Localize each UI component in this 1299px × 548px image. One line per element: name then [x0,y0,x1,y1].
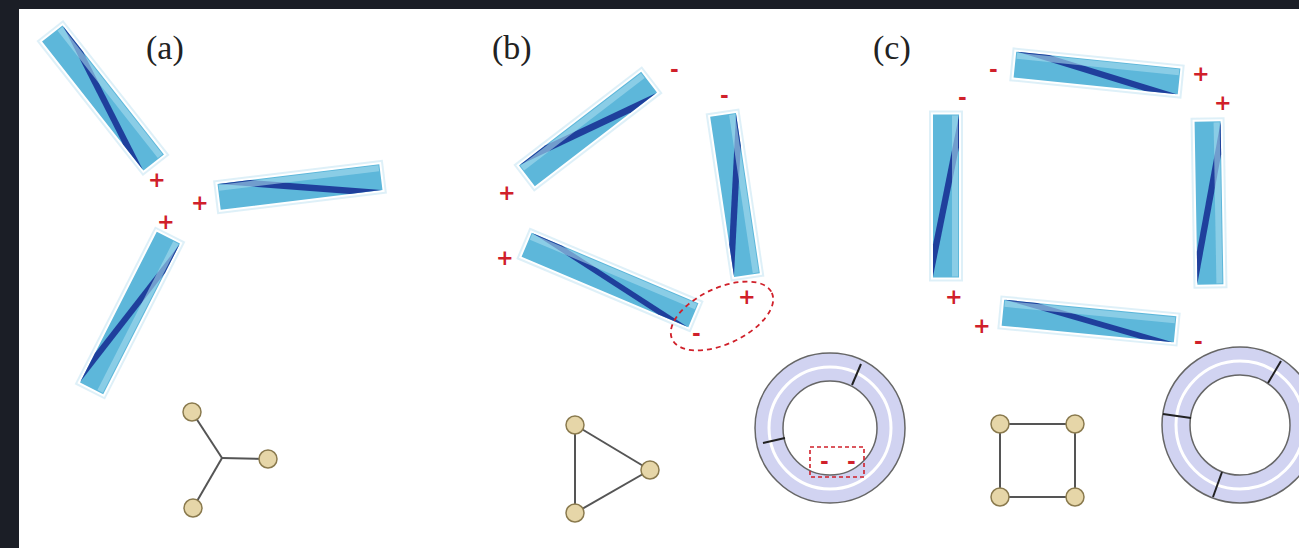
nanorod [213,160,387,215]
ring-diagram [1162,347,1299,503]
charge-sign: - [692,324,701,345]
charge-sign: + [1192,64,1210,85]
charge-sign: + [498,183,516,204]
charge-sign: - [720,86,729,107]
ring-diagram [755,353,905,503]
nanorod [1009,47,1185,98]
panel-label: (a) [146,31,184,65]
nanorod [75,226,186,399]
charge-sign: - [958,88,967,109]
nanorod [516,228,703,333]
charge-sign: - [847,452,856,473]
nanorod [1191,117,1228,289]
nanorod [513,66,662,192]
charge-sign: - [820,452,829,473]
charge-sign: + [945,287,963,308]
charge-sign: - [670,60,679,81]
charge-sign: + [496,248,514,269]
charge-sign: - [989,60,998,81]
graph-edges [192,412,1075,513]
charge-sign: + [157,212,175,233]
slide-frame [0,0,19,548]
graph-vertices [183,403,1084,522]
charge-sign: + [191,193,209,214]
panel-label: (c) [873,31,911,65]
charge-sign: + [973,316,991,337]
panel-label: (b) [492,31,532,65]
charge-sign: + [148,170,166,191]
charge-sign: + [738,287,756,308]
charge-sign: - [1194,332,1203,353]
charge-sign: + [1214,93,1232,114]
slide-frame [0,0,1299,9]
nanorod [706,108,765,281]
nanorod [929,111,963,282]
dashed-ellipse [660,267,783,364]
nanorod [997,295,1180,346]
